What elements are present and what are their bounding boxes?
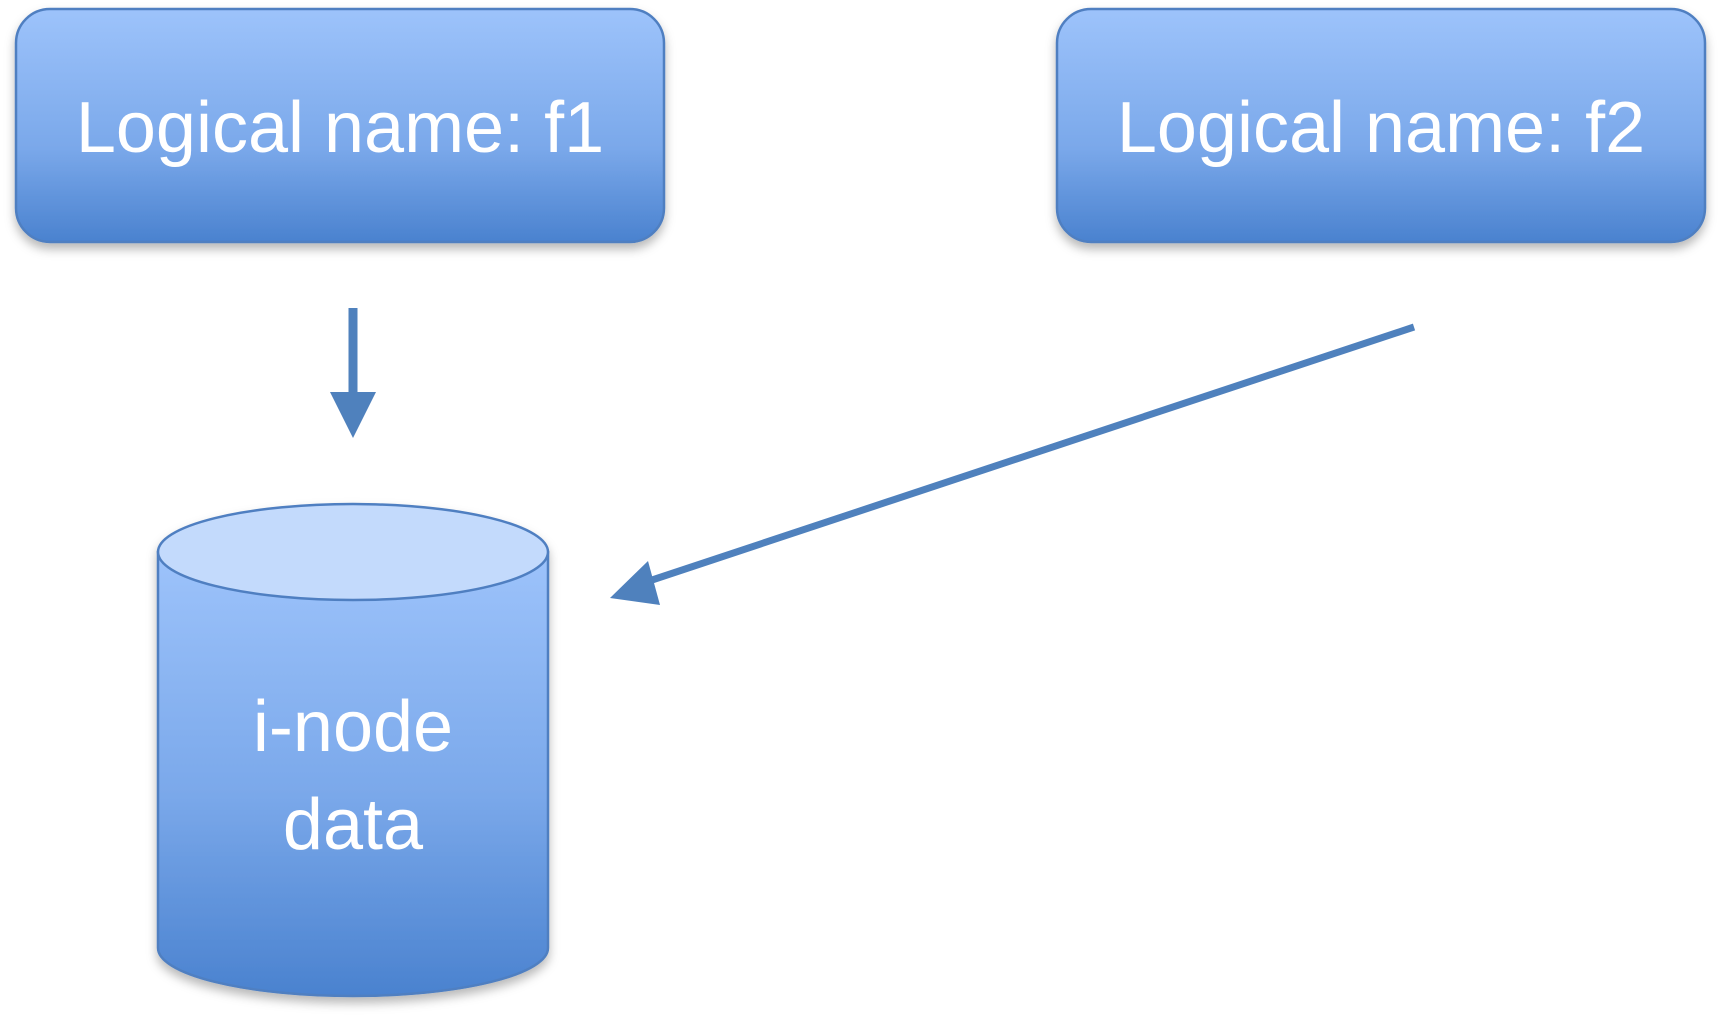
inode-data-cylinder <box>156 502 550 998</box>
logical-name-f2-box: Logical name: f2 <box>1055 7 1707 244</box>
logical-name-f1-box: Logical name: f1 <box>14 7 666 244</box>
logical-name-f1-label: Logical name: f1 <box>76 88 604 168</box>
logical-name-f2-label: Logical name: f2 <box>1117 88 1645 168</box>
arrow-f1-to-inode <box>330 308 376 438</box>
inode-label-line2: data <box>283 785 424 865</box>
inode-label-line1: i-node <box>253 687 453 767</box>
arrow-f2-to-inode <box>610 323 1416 605</box>
